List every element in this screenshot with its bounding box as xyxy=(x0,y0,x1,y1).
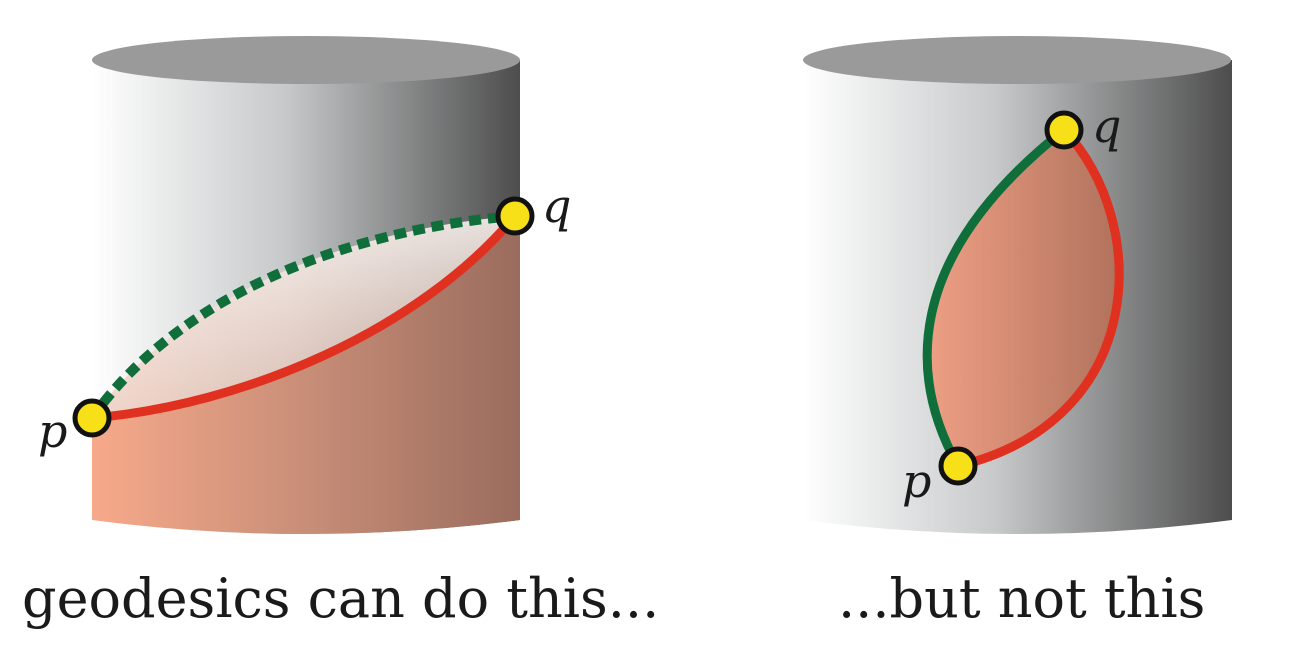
right-label-q: q xyxy=(1092,99,1121,153)
left-label-p: p xyxy=(38,404,67,458)
right-label-p: p xyxy=(902,454,931,508)
left-geodesic-solid xyxy=(87,211,520,423)
left-geodesic-dashed xyxy=(87,211,516,421)
left-point-q xyxy=(495,196,535,236)
left-label-q: q xyxy=(542,179,571,233)
right-curve-green xyxy=(922,125,1069,471)
left-point-p xyxy=(72,398,112,438)
left-cylinder-top xyxy=(92,36,520,84)
caption-right: ...but not this xyxy=(838,567,1206,630)
right-curve-red xyxy=(953,125,1124,471)
left-cylinder-lower-region xyxy=(92,216,520,534)
right-enclosed-region xyxy=(927,130,1120,466)
left-cylinder-back-region-fade xyxy=(92,216,515,418)
right-point-q xyxy=(1044,110,1084,150)
right-diagram: p q xyxy=(803,36,1232,534)
caption-left: geodesics can do this... xyxy=(22,567,660,630)
right-cylinder-top xyxy=(803,36,1231,84)
right-point-p xyxy=(938,446,978,486)
left-diagram: p q xyxy=(38,36,571,534)
